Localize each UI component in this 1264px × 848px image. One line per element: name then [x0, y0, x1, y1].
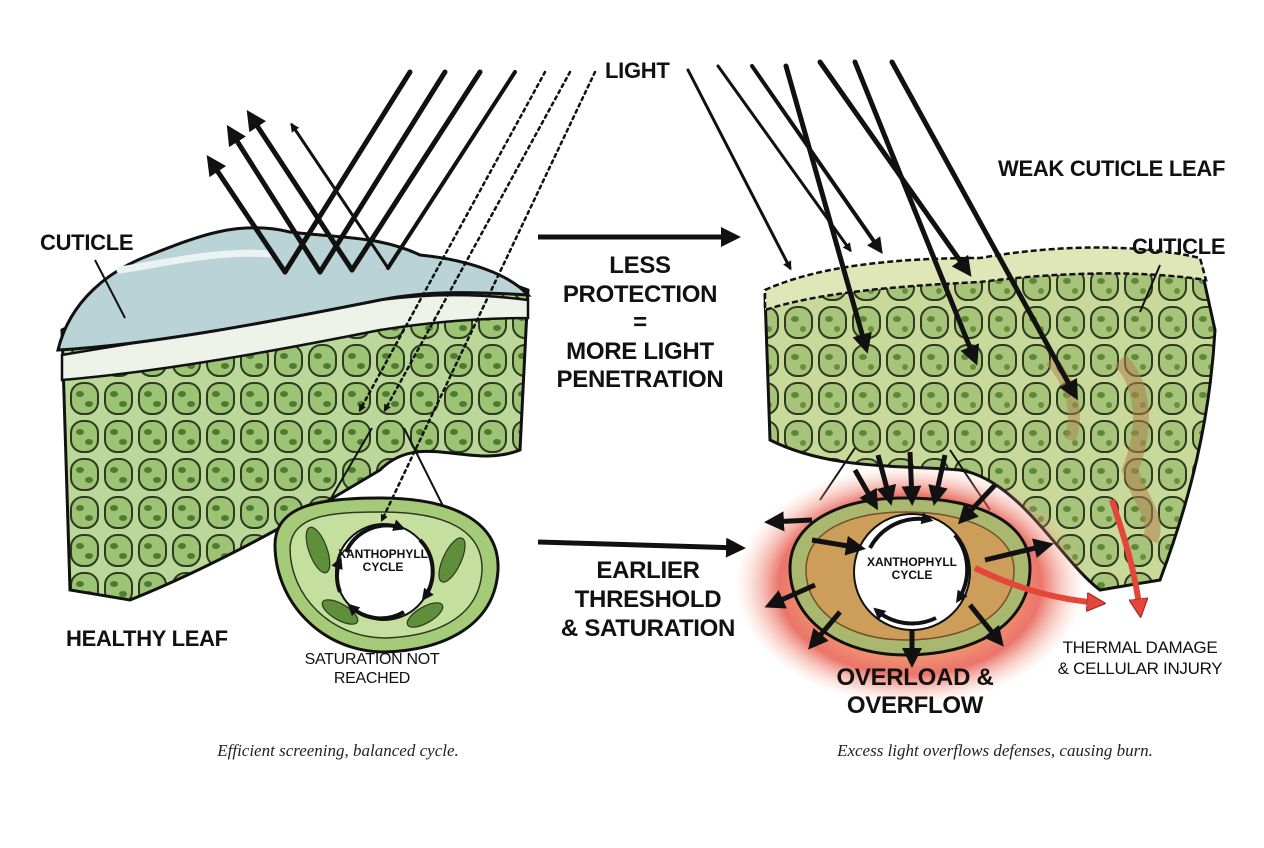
xanthophyll-cycle-left: XANTHOPHYLL CYCLE	[338, 548, 428, 574]
thermal-damage-text: THERMAL DAMAGE & CELLULAR INJURY	[1058, 637, 1223, 679]
less-protection-line: PENETRATION	[556, 366, 724, 393]
earlier-threshold-line: EARLIER	[596, 557, 700, 584]
light-label: LIGHT	[605, 58, 670, 83]
overload-overflow-text: OVERLOAD & OVERFLOW	[836, 664, 993, 720]
earlier-threshold-line: & SATURATION	[560, 615, 736, 642]
caption-left: Efficient screening, balanced cycle.	[217, 741, 459, 760]
less-protection-line: =	[633, 309, 647, 336]
less-protection-line: LESS	[609, 252, 671, 279]
caption-right: Excess light overflows defenses, causing…	[837, 741, 1153, 760]
xanthophyll-cycle-right: XANTHOPHYLL CYCLE	[867, 556, 957, 582]
xanthophyll-line: CYCLE	[362, 560, 404, 574]
less-protection-line: PROTECTION	[562, 280, 718, 308]
weak-cuticle-leaf-title: WEAK CUTICLE LEAF	[998, 156, 1226, 181]
thermal-line: & CELLULAR INJURY	[1057, 659, 1223, 678]
healthy-leaf-illustration	[56, 226, 532, 602]
overflow-arrows	[764, 451, 1054, 668]
saturation-line: REACHED	[333, 670, 411, 687]
cuticle-label-right: CUTICLE	[1132, 234, 1226, 259]
cuticle-label-left: CUTICLE	[40, 230, 134, 255]
xanthophyll-line: XANTHOPHYLL	[867, 555, 957, 569]
damage-arrows	[973, 499, 1140, 612]
overload-line: OVERLOAD &	[836, 664, 994, 691]
thermal-line: THERMAL DAMAGE	[1062, 638, 1218, 657]
less-protection-text: LESS PROTECTION = MORE LIGHT PENETRATION	[557, 252, 724, 395]
xanthophyll-line: XANTHOPHYLL	[338, 547, 428, 561]
xanthophyll-line: CYCLE	[891, 568, 933, 582]
healthy-leaf-title: HEALTHY LEAF	[66, 626, 228, 651]
earlier-threshold-line: THRESHOLD	[574, 586, 722, 613]
center-arrows	[537, 227, 746, 558]
left-light-rays	[206, 69, 597, 523]
saturation-line: SATURATION NOT	[304, 651, 440, 668]
saturation-not-reached-text: SATURATION NOT REACHED	[305, 650, 440, 688]
right-light-rays	[686, 59, 1078, 401]
earlier-threshold-text: EARLIER THRESHOLD & SATURATION	[561, 556, 735, 643]
overload-line: OVERFLOW	[846, 692, 984, 719]
left-cell-zoom	[273, 496, 500, 654]
less-protection-line: MORE LIGHT	[566, 337, 714, 365]
